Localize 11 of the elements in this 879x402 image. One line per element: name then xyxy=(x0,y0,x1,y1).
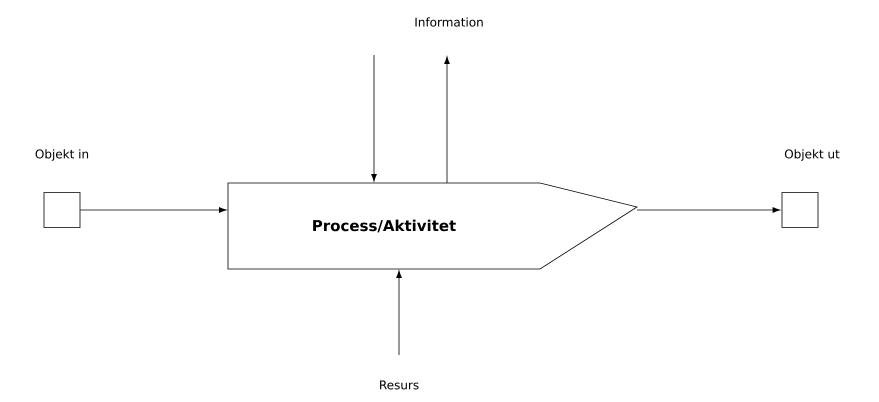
label-text: Information xyxy=(415,17,483,27)
square xyxy=(44,192,80,228)
arrow xyxy=(371,54,377,182)
arrow xyxy=(444,56,450,184)
label-text: Resurs xyxy=(380,380,419,390)
square xyxy=(782,192,818,228)
object-label: Objekt ut xyxy=(784,149,840,161)
arrow xyxy=(636,207,780,213)
arrow xyxy=(80,207,227,213)
object-label: Objekt in xyxy=(36,149,88,161)
arrow xyxy=(396,270,402,356)
